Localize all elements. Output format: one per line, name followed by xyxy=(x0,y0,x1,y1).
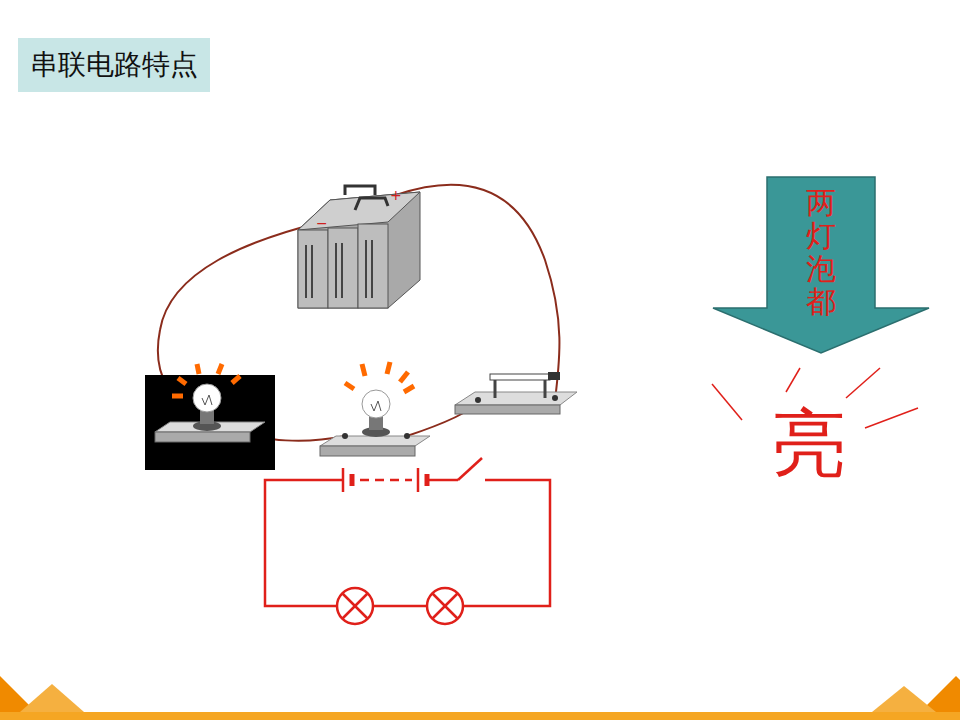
circuit-schematic xyxy=(265,458,550,624)
svg-text:−: − xyxy=(316,215,328,231)
svg-text:+: + xyxy=(390,187,402,203)
result-word: 亮 xyxy=(772,406,846,480)
bulb-lamp xyxy=(320,362,430,456)
arrow-shape: 两灯泡都 xyxy=(712,176,930,354)
down-arrow xyxy=(713,177,929,353)
title-text: 串联电路特点 xyxy=(30,46,198,84)
title-box: 串联电路特点 xyxy=(18,38,210,92)
switch xyxy=(455,372,577,414)
footer-decoration xyxy=(0,676,960,720)
vertical-text: 两灯泡都 xyxy=(806,186,836,318)
dark-background xyxy=(145,375,275,470)
battery: − + xyxy=(298,186,420,308)
bulb-lamp xyxy=(155,364,265,442)
